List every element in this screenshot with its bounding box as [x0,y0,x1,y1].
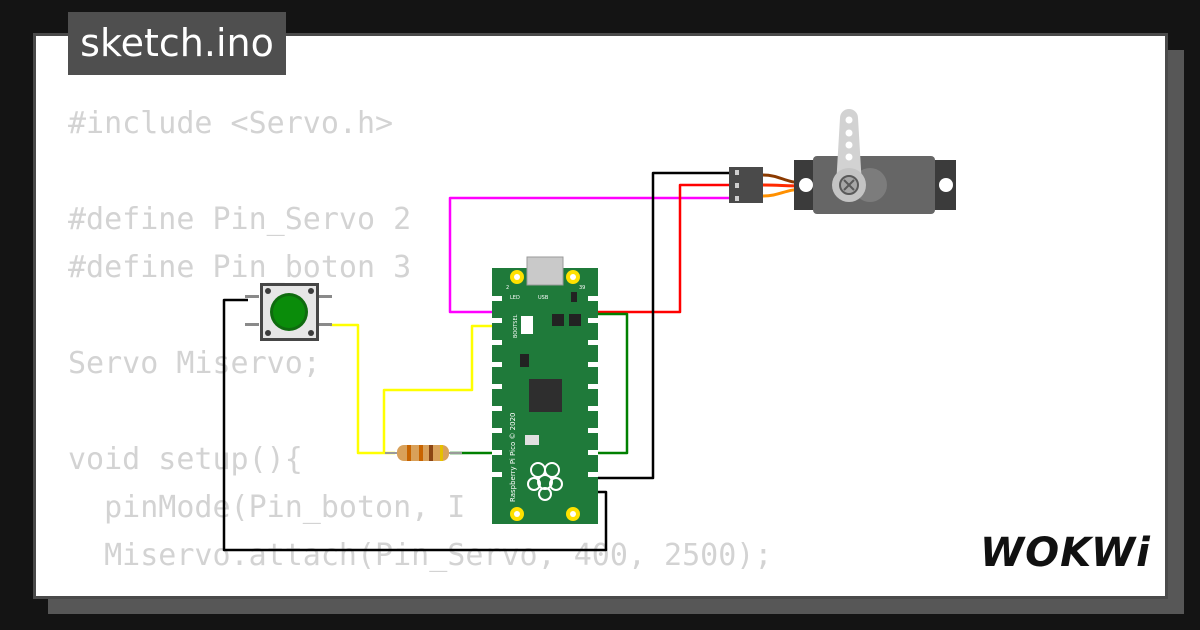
wire-yellow-button[interactable] [330,323,395,455]
board-bootsel-label: BOOTSEL [513,314,519,338]
board-usb-label: USB [538,295,549,301]
wire-black-servo[interactable] [592,171,735,480]
wire-red[interactable] [595,183,735,314]
wire-magenta[interactable] [448,196,735,314]
wokwi-logo-text: WOKWi [980,530,1151,576]
code-line-6: Servo Miservo; [68,346,321,381]
wires [222,171,735,552]
servo-motor-icon[interactable] [794,109,956,214]
code-line-9: pinMode(Pin_boton, I [68,490,466,525]
file-tab[interactable]: sketch.ino [68,12,286,75]
code-line-8: void setup(){ [68,442,303,477]
servo-connector[interactable] [729,167,806,203]
board-pin-label-right: 39 [579,285,585,291]
board-led-label: LED [510,295,520,301]
board-pin-label-left: 2 [506,285,509,291]
code-line-3: #define Pin_Servo 2 [68,202,412,237]
code-line-4: #define Pin_boton 3 [68,250,412,285]
pushbutton-icon[interactable] [245,283,332,341]
preview-card [33,33,1168,599]
resistor-icon[interactable] [385,445,462,461]
wire-yellow-board[interactable] [382,324,503,453]
raspberry-pi-pico-icon[interactable]: 2 39 LED USB BOOTSEL Raspberry Pi Pico ©… [492,256,598,524]
raspberry-logo [527,462,563,501]
code-line-10: Miservo.attach(Pin_Servo, 400, 2500); [68,538,773,573]
code-preview: #include <Servo.h> #define Pin_Servo 2 #de… [68,100,772,580]
code-line-1: #include <Servo.h> [68,106,394,141]
wokwi-logo[interactable]: WOKWi [978,524,1153,576]
board-name-label: Raspberry Pi Pico © 2020 [509,413,517,503]
